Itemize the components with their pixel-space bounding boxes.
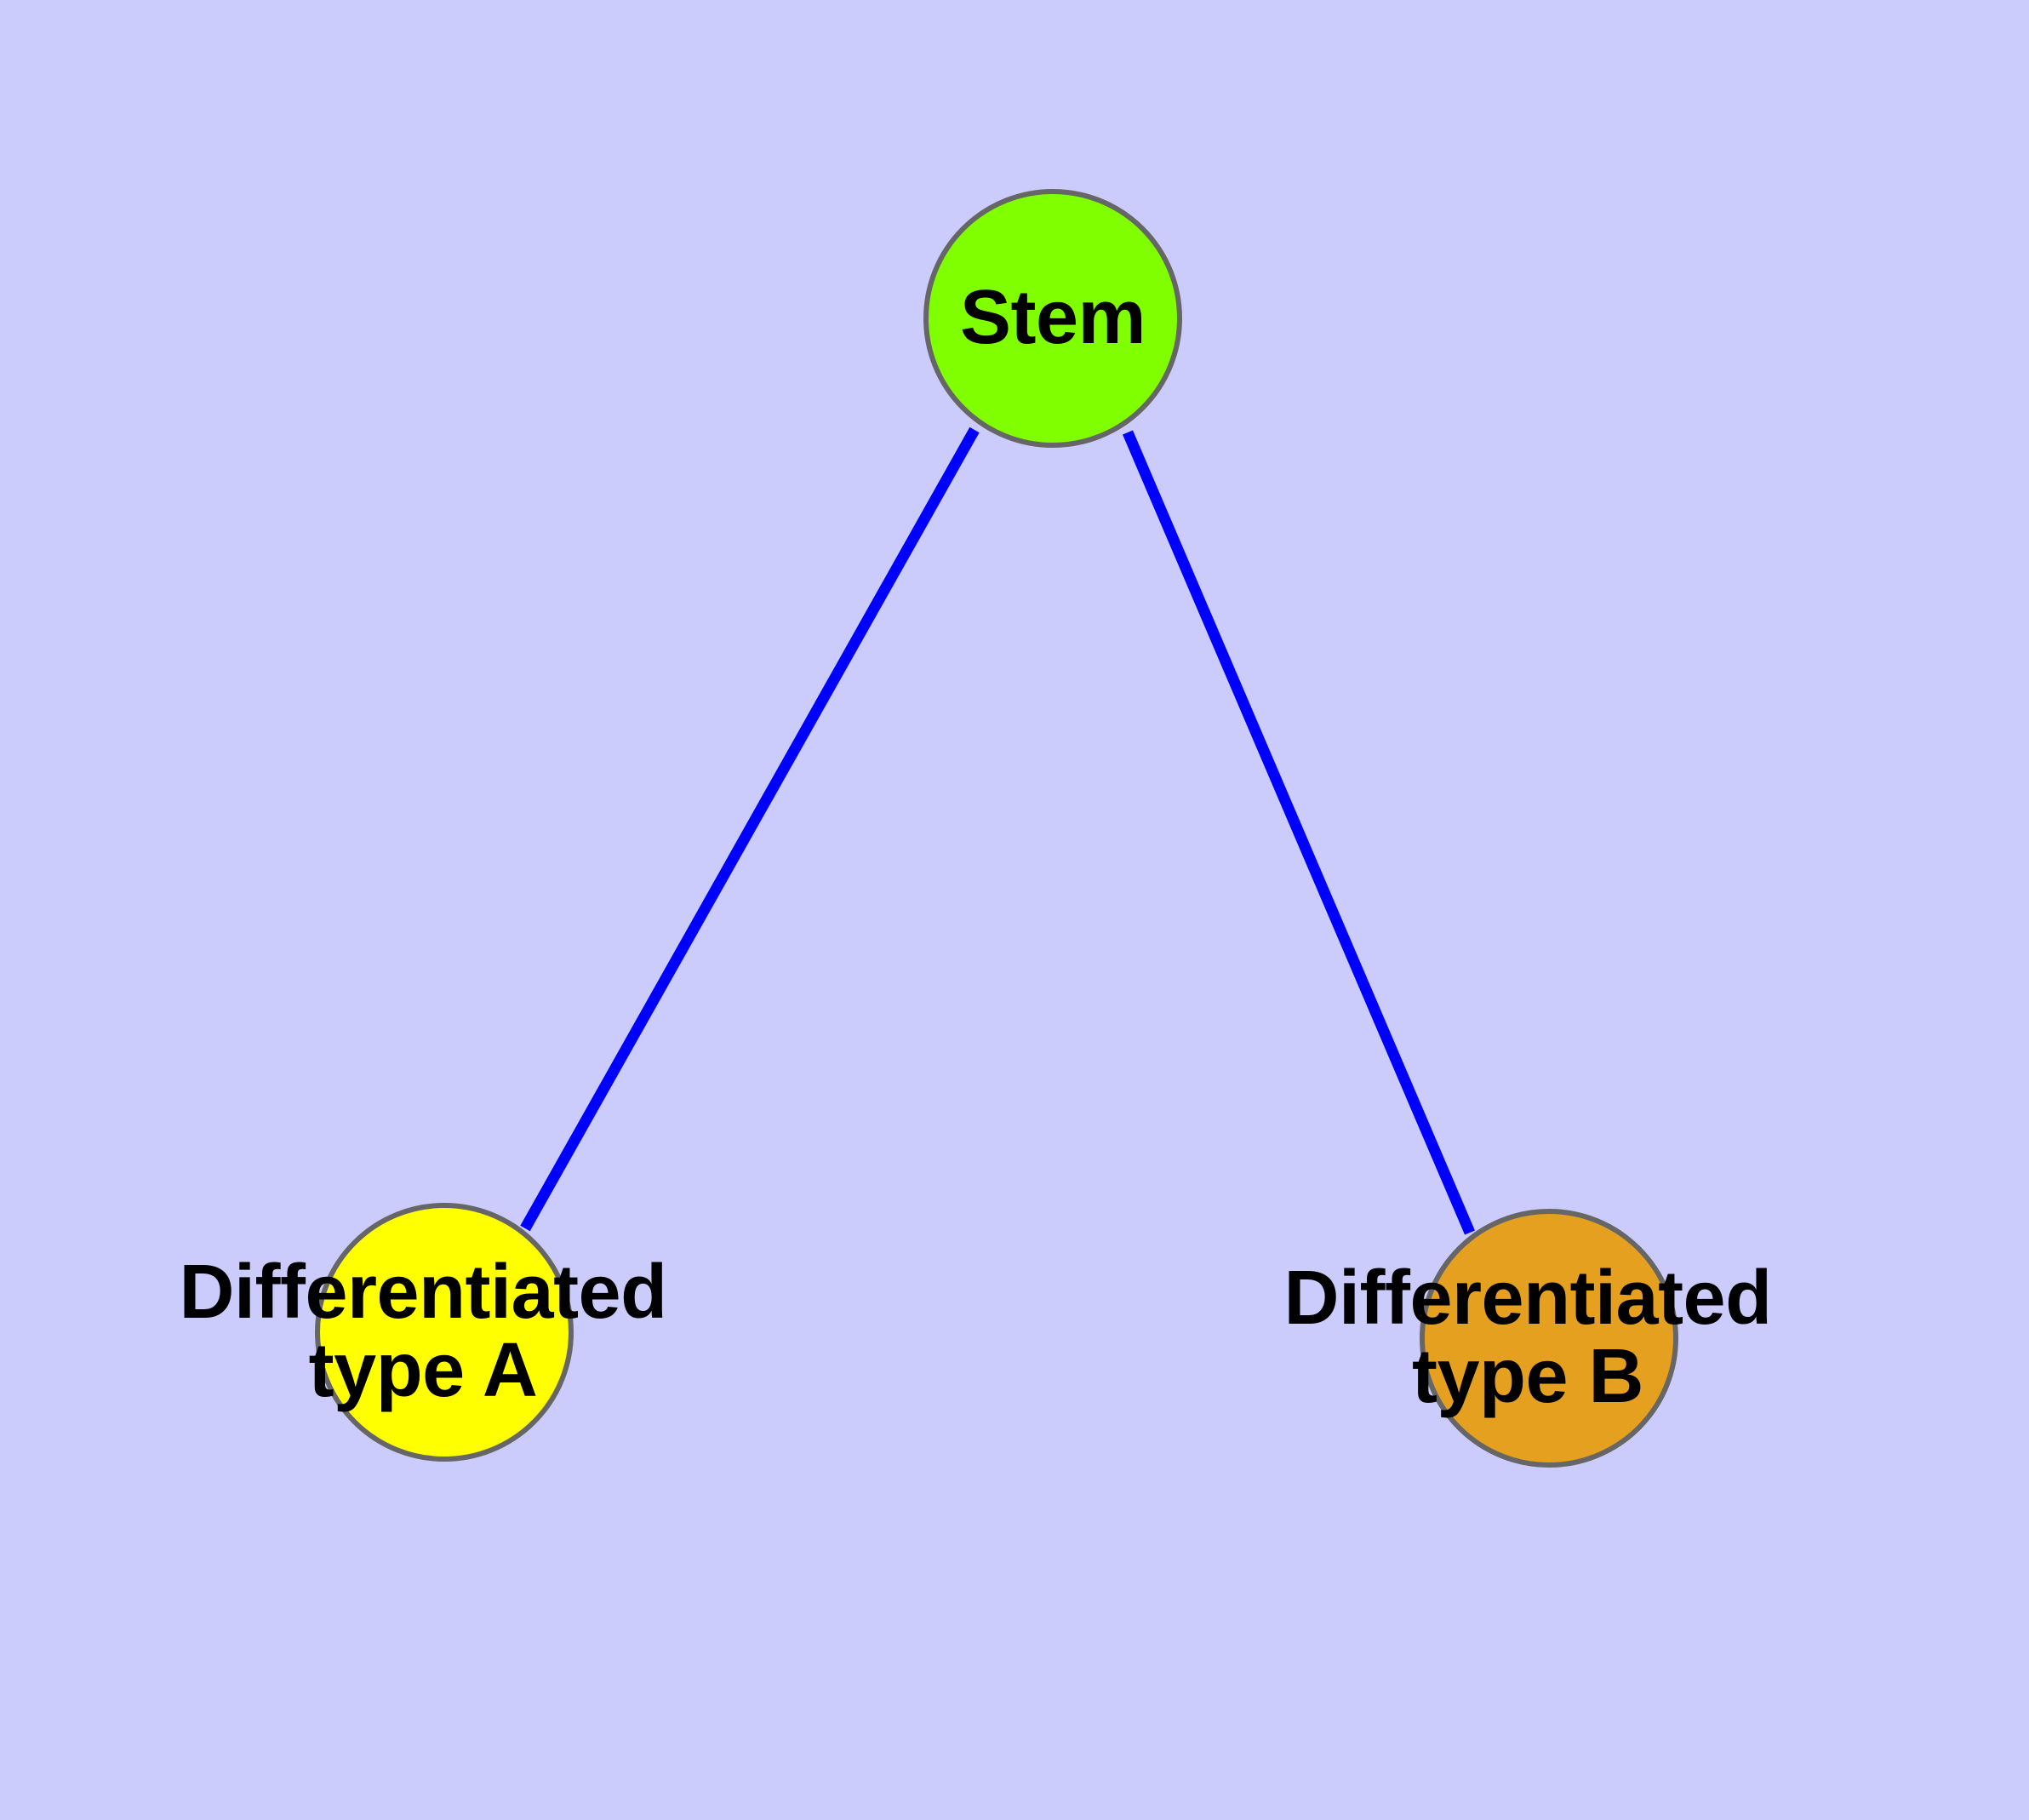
graph-node-label-stem: Stem — [960, 275, 1146, 360]
graph-node-label-diff-b: Differentiated type B — [1283, 1256, 1773, 1419]
graph-edge — [1123, 430, 1475, 1235]
graph-node-diff-a[interactable] — [315, 1203, 574, 1462]
graph-node-stem[interactable] — [923, 189, 1182, 448]
graph-edge — [520, 426, 980, 1232]
edges-group — [520, 426, 1475, 1235]
graph-node-label-diff-a: Differentiated type A — [179, 1250, 668, 1413]
graph-node-diff-b[interactable] — [1420, 1209, 1678, 1468]
